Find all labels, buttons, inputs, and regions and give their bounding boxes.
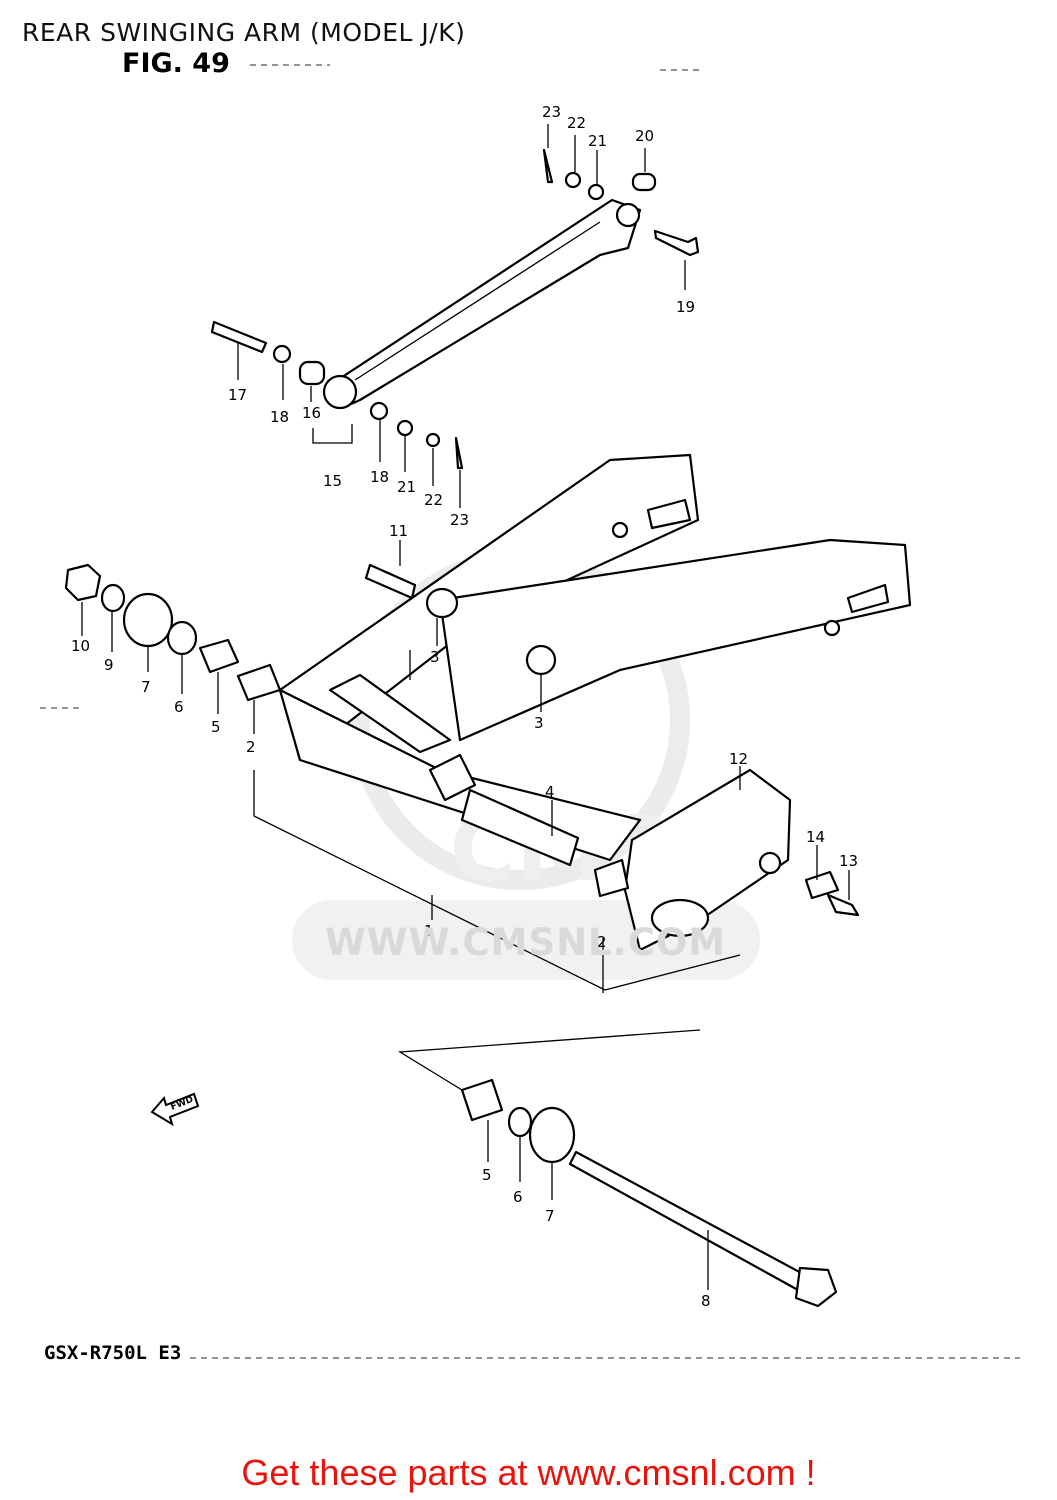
callout-22-bottom: 22 (424, 491, 443, 509)
callout-3-lower: 3 (534, 714, 544, 732)
callout-10: 10 (71, 637, 90, 655)
page-title: REAR SWINGING ARM (MODEL J/K) (22, 18, 466, 47)
callout-21-top: 21 (588, 132, 607, 150)
cta-link[interactable]: Get these parts at www.cmsnl.com ! (241, 1452, 816, 1493)
callout-17: 17 (228, 386, 247, 404)
callout-21-bottom: 21 (397, 478, 416, 496)
callout-2-left: 2 (246, 738, 256, 756)
callout-1: 1 (424, 922, 434, 940)
figure-label: FIG. 49 (122, 48, 230, 79)
callout-7-upper: 7 (141, 678, 151, 696)
top-hardware (210, 148, 700, 470)
callout-5-upper: 5 (211, 718, 221, 736)
callout-5-lower: 5 (482, 1166, 492, 1184)
callout-23-bottom: 23 (450, 511, 469, 529)
callout-7-lower: 7 (545, 1207, 555, 1225)
callout-11: 11 (389, 522, 408, 540)
callout-6-lower: 6 (513, 1188, 523, 1206)
callout-18-right: 18 (370, 468, 389, 486)
callout-13: 13 (839, 852, 858, 870)
pivot-hardware-lower (460, 870, 860, 1308)
callout-20: 20 (635, 127, 654, 145)
callout-16: 16 (302, 404, 321, 422)
scan-dash-lines (40, 64, 1020, 1359)
callout-2-right: 2 (597, 933, 607, 951)
shock-rod-link (322, 198, 642, 410)
callout-19: 19 (676, 298, 695, 316)
callout-6-upper: 6 (174, 698, 184, 716)
assembly-leader-lines (81, 124, 850, 1290)
arrow-left-icon (150, 1092, 200, 1127)
callout-3-upper: 3 (430, 648, 440, 666)
callout-14: 14 (806, 828, 825, 846)
watermark-url: WWW.CMSNL.COM (325, 921, 727, 964)
fwd-direction-marker: FWD (150, 1092, 200, 1127)
callout-12: 12 (729, 750, 748, 768)
pivot-hardware-left (64, 563, 630, 898)
callout-8: 8 (701, 1292, 711, 1310)
model-code: GSX-R750L E3 (44, 1342, 182, 1364)
callout-4: 4 (545, 783, 555, 801)
callout-22-top: 22 (567, 114, 586, 132)
part-callouts: 23 22 21 20 19 17 18 16 15 18 21 22 23 1… (71, 103, 858, 1310)
callout-15: 15 (323, 472, 342, 490)
callout-18-left: 18 (270, 408, 289, 426)
callout-23-top: 23 (542, 103, 561, 121)
callout-9: 9 (104, 656, 114, 674)
